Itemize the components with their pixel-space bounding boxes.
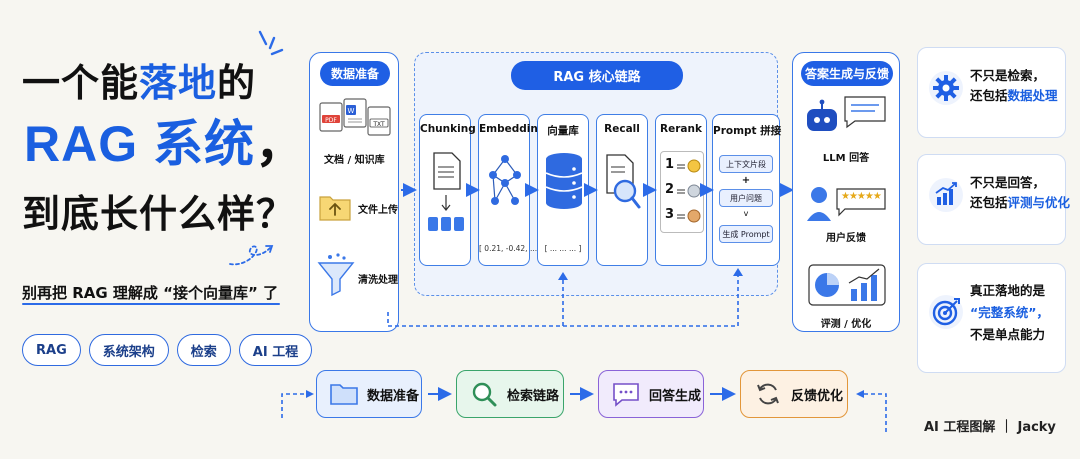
title-text: 一个能 bbox=[22, 61, 140, 105]
credit: AI 工程图解 ｜ Jacky bbox=[924, 420, 1056, 435]
robot-chat-icon bbox=[807, 96, 886, 131]
word-badge: W bbox=[348, 107, 355, 115]
eval-label: 评测 / 优化 bbox=[820, 319, 872, 330]
stage-recall: Recall bbox=[596, 114, 648, 266]
search-icon bbox=[469, 379, 499, 409]
flow-step-label: 回答生成 bbox=[649, 388, 702, 404]
flow-step-answer[interactable]: 回答生成 bbox=[598, 370, 704, 418]
folder-icon bbox=[329, 379, 359, 409]
rating-stars: ★★★★★ bbox=[841, 191, 882, 202]
card-highlight: 评测与优化 bbox=[1007, 195, 1071, 210]
clean-label: 清洗处理 bbox=[358, 275, 398, 286]
card-line: 不只是检索， bbox=[970, 68, 1046, 83]
doc-label: 文档 / 知识库 bbox=[324, 155, 385, 166]
flow-step-label: 检索链路 bbox=[507, 388, 560, 404]
prompt-arrow: v bbox=[743, 209, 749, 218]
card-highlight: 数据处理 bbox=[1007, 88, 1058, 103]
stage-prompt: Prompt 拼接 上下文片段 + 用户问题 v 生成 Prompt bbox=[712, 114, 782, 266]
embedding-vector: [ 0.21, -0.42, ... ] bbox=[479, 244, 543, 253]
prompt-chip-generate: 生成 Prompt bbox=[719, 225, 773, 243]
stage-label: Recall bbox=[604, 123, 640, 135]
subtitle: 别再把 RAG 理解成 “接个向量库” 了 bbox=[22, 284, 279, 302]
tag-retrieval[interactable]: 检索 bbox=[176, 334, 231, 366]
stage-vector-db: 向量库 [ ... ... ... ] bbox=[537, 114, 589, 266]
rank-2: 2 bbox=[665, 182, 675, 197]
title-comma: ， bbox=[255, 116, 306, 172]
gear-icon bbox=[929, 71, 963, 105]
insight-card-system: 真正落地的是 “完整系统”， 不是单点能力 bbox=[917, 263, 1066, 373]
data-prep-panel: 数据准备 PDF W TXT 文档 / 知识库 文件上传 清洗处理 bbox=[309, 52, 399, 332]
tag-list: RAG 系统架构 检索 AI 工程 bbox=[22, 334, 313, 366]
stage-label: Prompt 拼接 bbox=[713, 125, 782, 137]
insight-card-eval: 不只是回答， 还包括评测与优化 bbox=[917, 154, 1070, 245]
rag-core-heading: RAG 核心链路 bbox=[511, 61, 683, 90]
pdf-badge: PDF bbox=[325, 117, 337, 124]
chart-icon bbox=[929, 178, 963, 212]
stage-label: Embedding bbox=[479, 123, 546, 135]
subtitle-underline bbox=[22, 303, 280, 305]
answer-panel: 答案生成与反馈 LLM 回答 ★★★★★ 用户反馈 评测 / 优化 bbox=[792, 52, 900, 332]
stage-label: Rerank bbox=[660, 123, 702, 135]
card-line: 不只是回答， bbox=[970, 175, 1046, 190]
rank-1: 1 bbox=[665, 157, 675, 172]
prompt-plus: + bbox=[741, 175, 751, 186]
medal-icons bbox=[677, 159, 701, 223]
network-icon bbox=[489, 155, 521, 205]
prompt-chip-question: 用户问题 bbox=[719, 189, 773, 207]
title-rag: RAG 系统 bbox=[24, 116, 255, 172]
folder-upload-icon bbox=[319, 196, 351, 221]
stage-label: 向量库 bbox=[547, 125, 579, 137]
database-icon bbox=[545, 153, 583, 209]
flow-step-retrieval[interactable]: 检索链路 bbox=[456, 370, 564, 418]
documents-icon: PDF W TXT bbox=[319, 98, 391, 136]
answer-heading: 答案生成与反馈 bbox=[801, 61, 893, 86]
eval-chart-icon bbox=[808, 264, 886, 306]
rank-3: 3 bbox=[665, 207, 675, 222]
card-text: 不只是检索， 还包括数据处理 bbox=[970, 66, 1058, 106]
title-line-3: 到底长什么样？ bbox=[22, 192, 296, 236]
magnifier-doc-icon bbox=[606, 154, 641, 209]
card-line: 还包括评测与优化 bbox=[970, 193, 1070, 213]
chat-icon bbox=[611, 379, 641, 409]
card-line: 还包括数据处理 bbox=[970, 86, 1058, 106]
card-prefix: 还包括 bbox=[970, 88, 1008, 103]
title-highlight: 落地 bbox=[139, 61, 218, 105]
data-prep-heading: 数据准备 bbox=[320, 61, 390, 86]
stage-label: Chunking bbox=[420, 123, 476, 135]
tag-ai-engineering[interactable]: AI 工程 bbox=[238, 334, 313, 366]
title-text: 的 bbox=[217, 61, 257, 105]
feedback-label: 用户反馈 bbox=[826, 233, 866, 244]
llm-label: LLM 回答 bbox=[822, 153, 870, 164]
tag-rag[interactable]: RAG bbox=[22, 334, 81, 366]
target-icon bbox=[929, 295, 963, 329]
user-feedback-icon bbox=[807, 187, 886, 221]
flow-step-feedback[interactable]: 反馈优化 bbox=[740, 370, 848, 418]
stage-chunking: Chunking bbox=[419, 114, 476, 266]
card-prefix: 还包括 bbox=[970, 195, 1008, 210]
flow-step-data-prep[interactable]: 数据准备 bbox=[316, 370, 422, 418]
upload-label: 文件上传 bbox=[358, 205, 398, 216]
swirl-arrow-icon bbox=[229, 245, 274, 266]
title-line-1: 一个能落地的 bbox=[22, 52, 256, 107]
funnel-icon bbox=[317, 253, 355, 297]
chunking-icon bbox=[428, 152, 464, 231]
card-line: 不是单点能力 bbox=[970, 327, 1046, 342]
refresh-icon bbox=[753, 379, 783, 409]
vector-placeholder: [ ... ... ... ] bbox=[544, 244, 582, 253]
flow-step-label: 数据准备 bbox=[367, 388, 420, 404]
flow-step-label: 反馈优化 bbox=[791, 388, 844, 404]
stage-embedding: Embedding [ 0.21, -0.42, ... ] bbox=[478, 114, 546, 266]
card-line: 真正落地的是 bbox=[970, 283, 1046, 298]
title-line-2: RAG 系统， bbox=[24, 104, 306, 176]
card-highlight: “完整系统”， bbox=[970, 305, 1049, 320]
prompt-chip-context: 上下文片段 bbox=[719, 155, 773, 173]
tag-architecture[interactable]: 系统架构 bbox=[88, 334, 169, 366]
sparkle-icon bbox=[258, 30, 284, 56]
insight-card-data: 不只是检索， 还包括数据处理 bbox=[917, 47, 1066, 138]
txt-badge: TXT bbox=[372, 121, 385, 128]
rerank-list: 1 2 3 bbox=[660, 151, 704, 233]
card-text: 不只是回答， 还包括评测与优化 bbox=[970, 173, 1070, 213]
card-text: 真正落地的是 “完整系统”， 不是单点能力 bbox=[970, 280, 1049, 346]
